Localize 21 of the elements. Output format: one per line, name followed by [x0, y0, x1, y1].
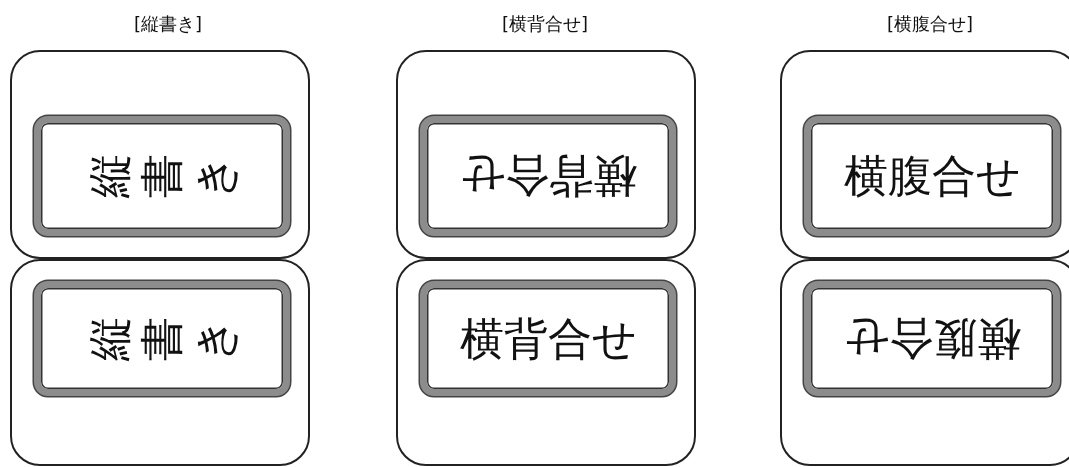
label-box: [804, 116, 1060, 236]
rounded-panel: [396, 259, 696, 466]
label-text: 横背合せ: [459, 316, 637, 361]
label-box: [804, 281, 1060, 396]
label-text: 縦書き: [83, 316, 240, 361]
rounded-panel: [780, 50, 1069, 259]
rounded-panel: [10, 50, 310, 259]
column-heading: [横背合せ]: [502, 12, 588, 36]
label-text: 横腹合せ: [843, 154, 1021, 198]
label-box: [420, 116, 676, 236]
rounded-panel: [780, 259, 1069, 466]
label-text: 横腹合せ: [843, 316, 1021, 361]
rounded-panel: [396, 50, 696, 259]
label-text: 縦書き: [83, 154, 240, 198]
label-text: 横背合せ: [459, 154, 637, 198]
column-heading: [横腹合せ]: [887, 12, 973, 36]
column-heading: [縦書き]: [134, 12, 202, 36]
label-box: [420, 281, 676, 396]
rounded-panel: [10, 259, 310, 466]
label-box: [34, 116, 290, 236]
label-box: [34, 281, 290, 396]
